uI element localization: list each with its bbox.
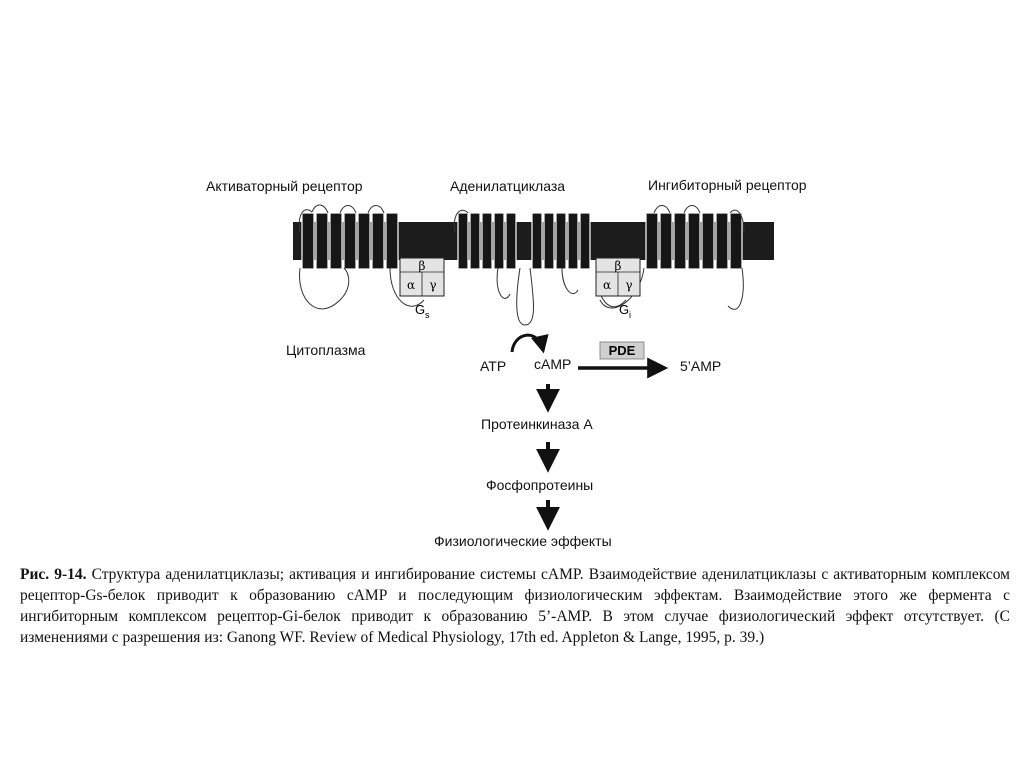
g-protein-s: β α γ G s: [399, 257, 445, 320]
gs-beta-label: β: [419, 259, 426, 273]
adenylate-cyclase-label: Аденилатциклаза: [450, 178, 566, 194]
pde-box: [599, 341, 645, 360]
physiological-effects-label: Физиологические эффекты: [434, 533, 612, 549]
gs-alpha-label: α: [407, 278, 415, 292]
receptor-loops: [298, 204, 745, 326]
gs-gamma-label: γ: [429, 278, 436, 292]
5amp-label: 5’AMP: [680, 358, 722, 374]
cytoplasm-label: Цитоплазма: [286, 342, 366, 358]
gi-beta-label: β: [615, 259, 622, 273]
camp-label: cAMP: [534, 356, 572, 372]
gs-name-label: G: [415, 302, 425, 317]
pde-label: PDE: [609, 343, 636, 358]
atp-label: ATP: [480, 358, 507, 374]
gi-subscript-label: i: [629, 310, 631, 320]
gi-name-label: G: [619, 302, 629, 317]
adenylate-cyclase-diagram: β α γ G s β α γ G i PDE: [293, 204, 774, 531]
figure-caption: Рис. 9-14. Структура аденилатциклазы; ак…: [20, 564, 1010, 648]
inhibitor-receptor-helices: [645, 212, 743, 270]
phosphoproteins-label: Фосфопротеины: [486, 477, 594, 493]
activator-receptor-label: Активаторный рецептор: [206, 178, 363, 194]
gs-subscript-label: s: [425, 310, 430, 320]
adenylate-cyclase-helices: [457, 212, 591, 270]
figure-number: Рис. 9-14.: [20, 566, 87, 583]
gi-gamma-label: γ: [625, 278, 632, 292]
gi-alpha-label: α: [603, 278, 611, 292]
protein-kinase-a-label: Протеинкиназа А: [481, 416, 593, 432]
caption-text: Структура аденилатциклазы; активация и и…: [20, 566, 1010, 646]
inhibitor-receptor-label: Ингибиторный рецептор: [648, 177, 807, 193]
activator-receptor-helices: [301, 212, 399, 270]
atp-to-camp-arrow: [510, 333, 549, 354]
g-protein-i: β α γ G i: [595, 257, 641, 320]
